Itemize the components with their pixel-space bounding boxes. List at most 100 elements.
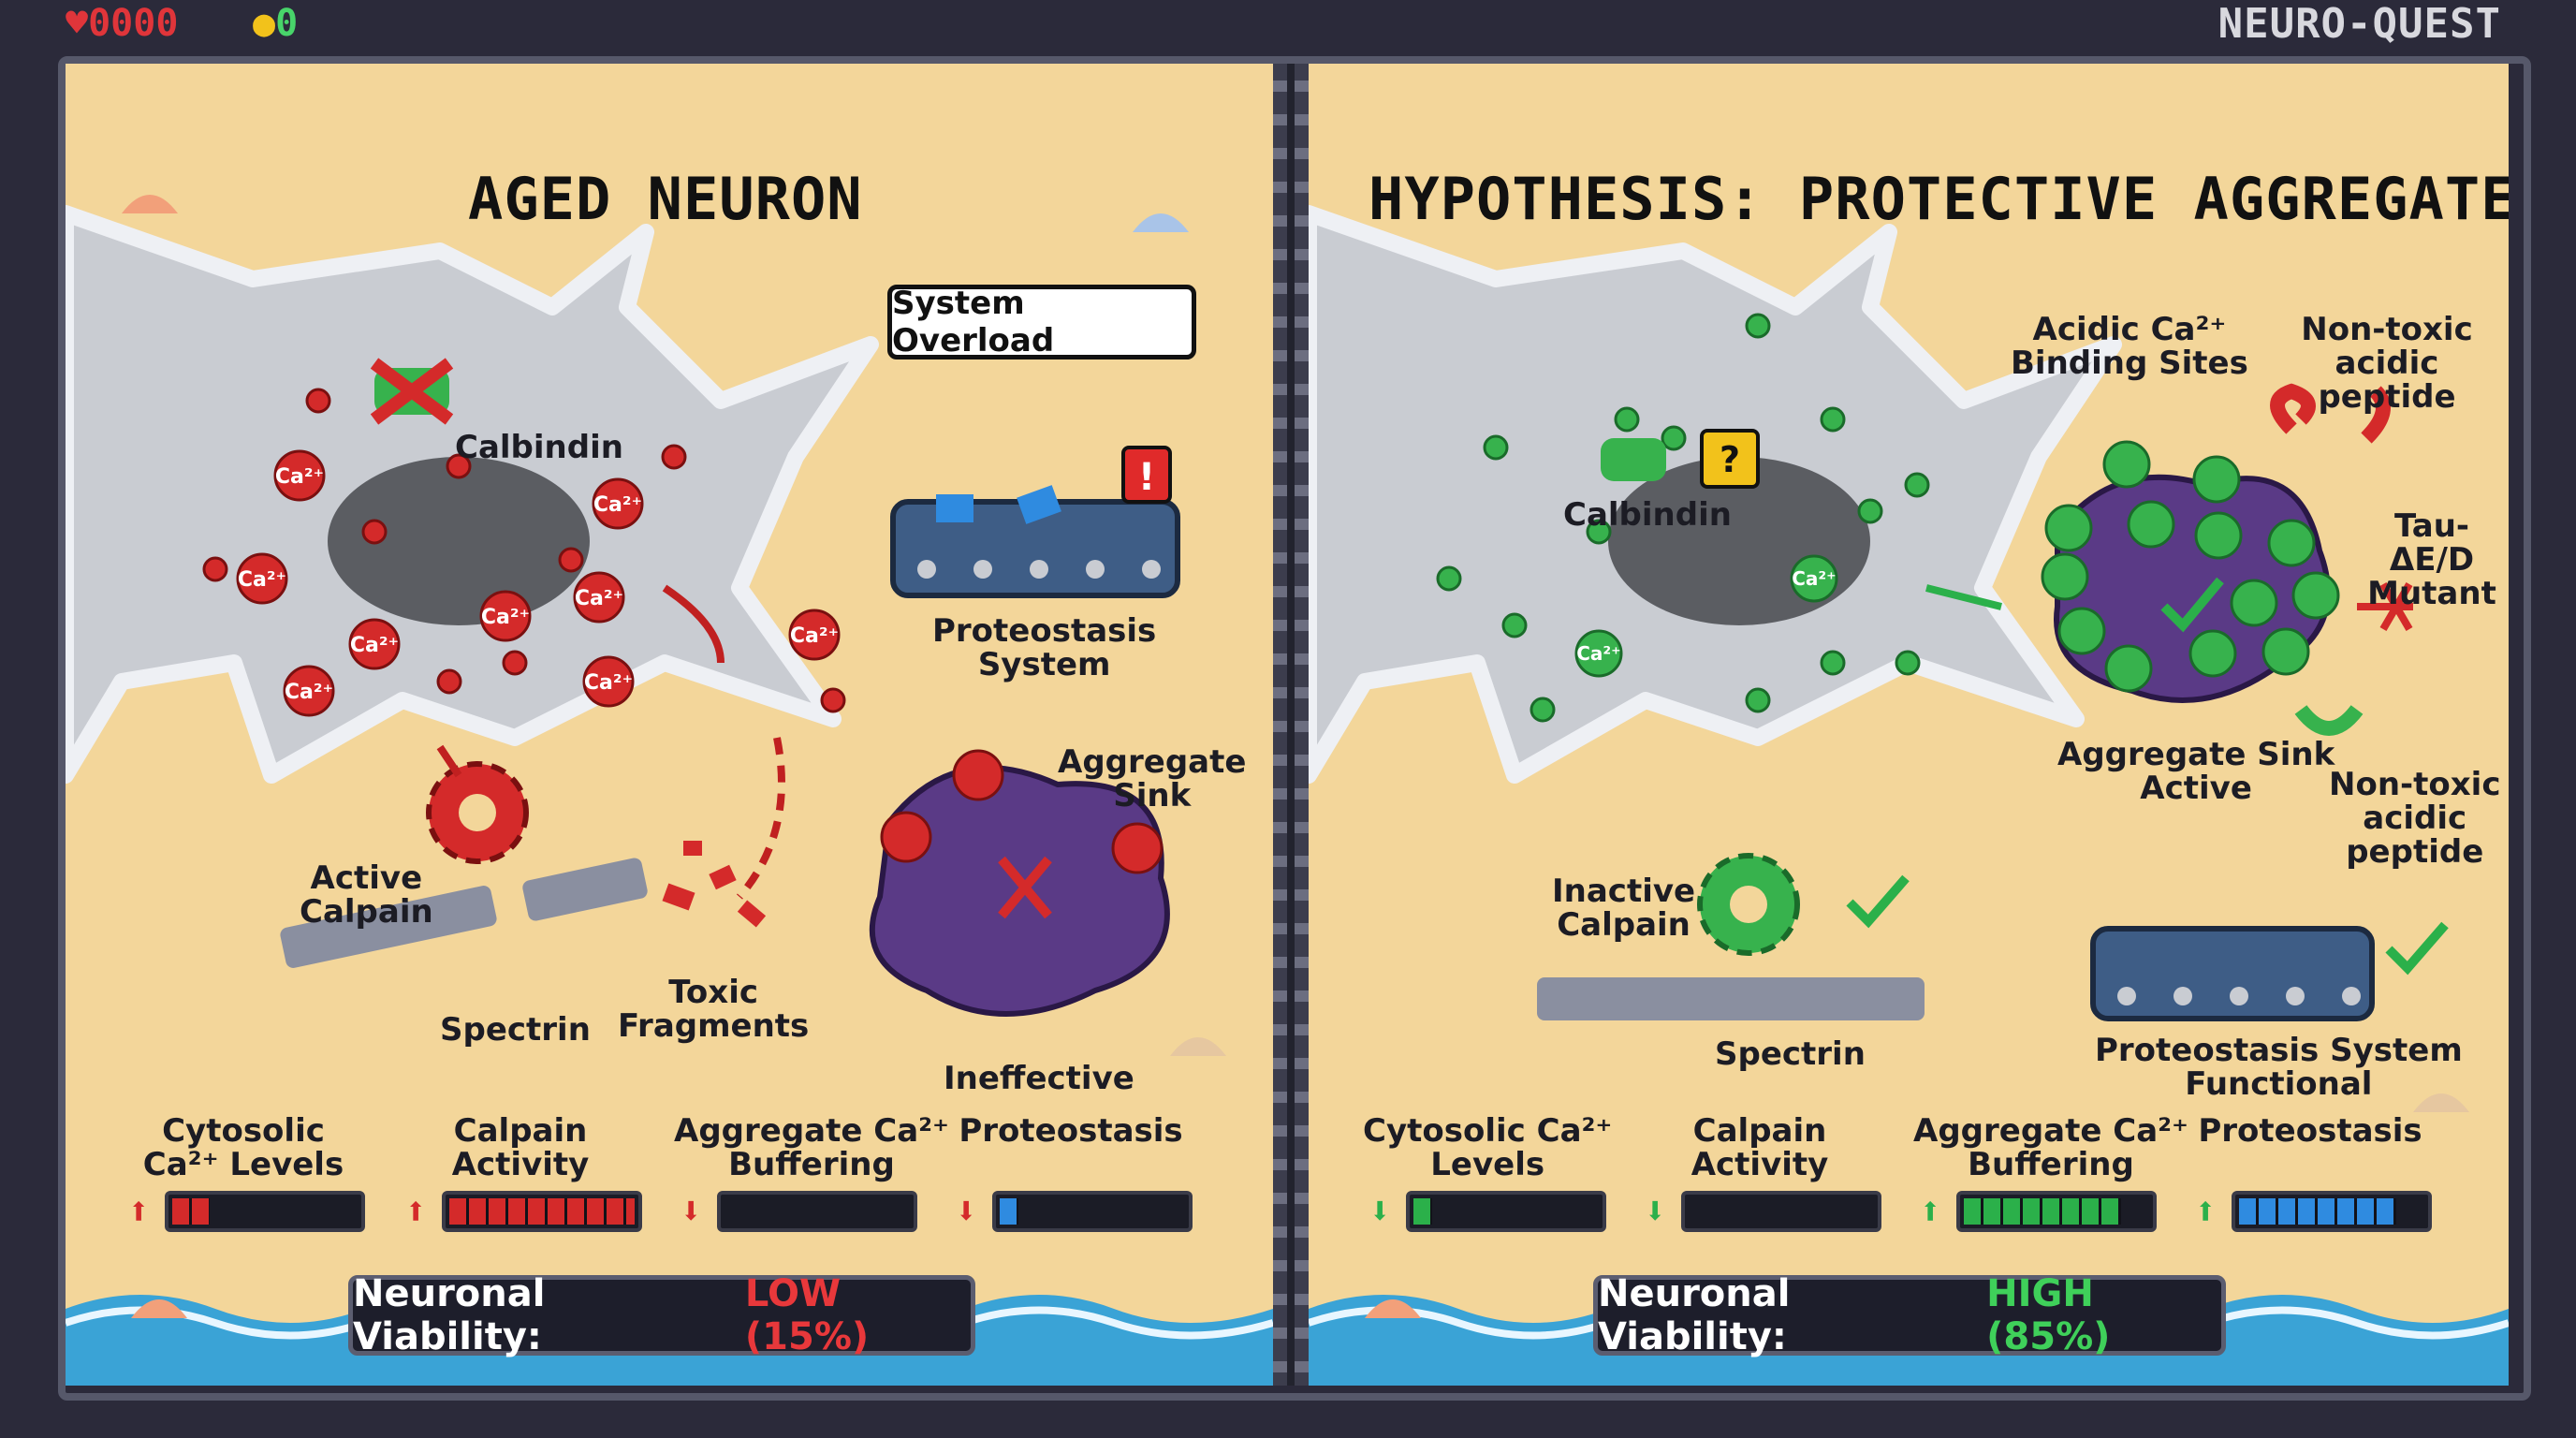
progress-bar [717,1191,917,1232]
svg-text:Ca²⁺: Ca²⁺ [575,587,623,610]
bound-calcium-ions [2041,440,2340,693]
down-arrow-icon: ⬇ [954,1190,978,1233]
label-spectrin: Spectrin [440,1011,591,1049]
up-arrow-icon: ⬆ [1918,1190,1942,1233]
seashell-icon [1170,1037,1226,1056]
label-spectrin: Spectrin [1715,1035,1866,1073]
svg-text:Ca²⁺: Ca²⁺ [790,624,839,648]
hypothesis-panel: Ca²⁺Ca²⁺ ? HYPOTHESIS: PROTECTIVE A [1309,64,2509,1386]
seashell-icon [1365,1299,1421,1318]
nucleus [328,457,590,625]
progress-bar [1406,1191,1606,1232]
viability-value: LOW (15%) [744,1272,870,1358]
viability-display-right: Neuronal Viability: HIGH (85%) [1593,1272,2226,1358]
check-icon [2160,577,2224,633]
peptide-icon [2361,386,2391,444]
progress-fill [1413,1198,1432,1225]
up-arrow-icon: ⬆ [403,1190,428,1233]
meter-aggregate-buffering: Aggregate Ca²⁺ Buffering ⬆ [1913,1112,2188,1233]
progress-bar [165,1191,365,1232]
coin-value: 0 [275,2,299,45]
label-nontoxic-peptide-bottom: Non-toxic acidic peptide [2329,766,2501,871]
lives-counter: ♥0000 [66,2,178,45]
progress-bar [2232,1191,2432,1232]
spectrin-fragment [280,886,497,968]
progress-bar [992,1191,1193,1232]
seashell-icon [122,195,178,213]
down-arrow-icon: ⬇ [679,1190,703,1233]
up-arrow-icon: ⬆ [126,1190,151,1233]
progress-bar [1681,1191,1881,1232]
svg-text:Ca²⁺: Ca²⁺ [481,606,530,629]
label-tau-mutant: Tau-ΔE/D Mutant [2367,507,2496,612]
meter-calpain-activity: Calpain Activity ⬆ [399,1114,642,1232]
aged-neuron-panel: Ca²⁺ Ca²⁺ Ca²⁺ Ca²⁺ Ca²⁺ Ca²⁺ Ca²⁺ Ca²⁺ Ca²⁺ ! [66,64,1273,1386]
label-proteostasis-system: Proteostasis System [932,612,1157,683]
chain-divider [1273,64,1309,1386]
spectrin-intact [1537,977,1925,1020]
label-aggregate-sink: Aggregate Sink [1058,743,1247,814]
down-arrow-icon: ⬇ [1643,1190,1667,1233]
viability-value: HIGH (85%) [1986,1272,2111,1358]
label-active-calpain: Active Calpain [300,859,433,931]
peptide-icon [2270,383,2316,434]
blocked-x-icon [370,358,454,425]
svg-text:Ca²⁺: Ca²⁺ [584,671,633,695]
label-calbindin: Calbindin [1563,496,1732,534]
check-icon [1846,874,1910,929]
meter-aggregate-buffering: Aggregate Ca²⁺ Buffering ⬇ [674,1112,949,1233]
spectrin-fragment [522,858,648,921]
system-overload-bubble: System Overload [887,285,1196,360]
svg-text:!: ! [1138,456,1155,499]
svg-text:Ca²⁺: Ca²⁺ [350,634,399,657]
coin-counter: ●0 [253,2,298,45]
label-acidic-binding-sites: Acidic Ca²⁺ Binding Sites [2011,311,2248,382]
seashell-icon [131,1299,187,1318]
meter-cytosolic-ca: Cytosolic Ca²⁺ Levels ⬆ [122,1114,365,1232]
label-calbindin: Calbindin [455,429,623,466]
meter-calpain-activity: Calpain Activity ⬇ [1638,1114,1881,1232]
toxic-fragments [662,841,767,928]
svg-text:?: ? [1720,439,1740,480]
heart-icon: ♥ [66,2,89,45]
progress-bar [1956,1191,2157,1232]
meter-proteostasis: Proteostasis ⬆ [2188,1114,2432,1232]
svg-text:Ca²⁺: Ca²⁺ [238,568,286,592]
flow-arrow-icon [736,737,785,900]
check-icon [2385,921,2449,976]
svg-text:Ca²⁺: Ca²⁺ [593,493,642,517]
label-toxic-fragments: Toxic Fragments [618,974,810,1045]
panel-title: HYPOTHESIS: PROTECTIVE AGGREGATES [1368,165,2509,233]
calcium-ions [202,388,846,717]
question-icon [1700,429,1760,489]
hud: ♥0000 ●0 NEURO-QUEST [0,0,2576,49]
score-value: 0000 [88,2,179,45]
down-arrow-icon: ⬇ [1368,1190,1392,1233]
proteostasis-conveyor [2090,926,2375,1021]
seashell-icon [2413,1093,2469,1112]
progress-fill [172,1198,210,1225]
svg-text:Ca²⁺: Ca²⁺ [285,681,333,704]
blocked-x-icon [2357,581,2413,632]
down-arrow-icon [436,744,462,778]
svg-text:Ca²⁺: Ca²⁺ [1576,642,1621,665]
up-arrow-icon: ⬆ [2193,1190,2217,1233]
svg-text:Ca²⁺: Ca²⁺ [1792,567,1837,590]
label-ineffective: Ineffective [944,1060,1134,1097]
progress-fill [1964,1198,2122,1225]
flow-arrow-icon [662,584,724,664]
coin-icon: ● [253,2,276,45]
seashell-icon [1133,213,1189,232]
viability-display-left: Neuronal Viability: LOW (15%) [348,1272,975,1358]
warning-icon [1121,446,1172,504]
meter-cytosolic-ca: Cytosolic Ca²⁺ Levels ⬇ [1363,1112,1613,1233]
progress-fill [1000,1198,1018,1225]
calbindin-protein [1601,438,1666,481]
peptide-icon [2294,704,2364,736]
progress-bar [442,1191,642,1232]
label-nontoxic-peptide-top: Non-toxic acidic peptide [2301,311,2473,416]
progress-fill [2239,1198,2397,1225]
svg-text:Ca²⁺: Ca²⁺ [275,465,324,489]
game-title: NEURO-QUEST [2217,0,2501,48]
ineffective-x-icon [998,856,1052,919]
